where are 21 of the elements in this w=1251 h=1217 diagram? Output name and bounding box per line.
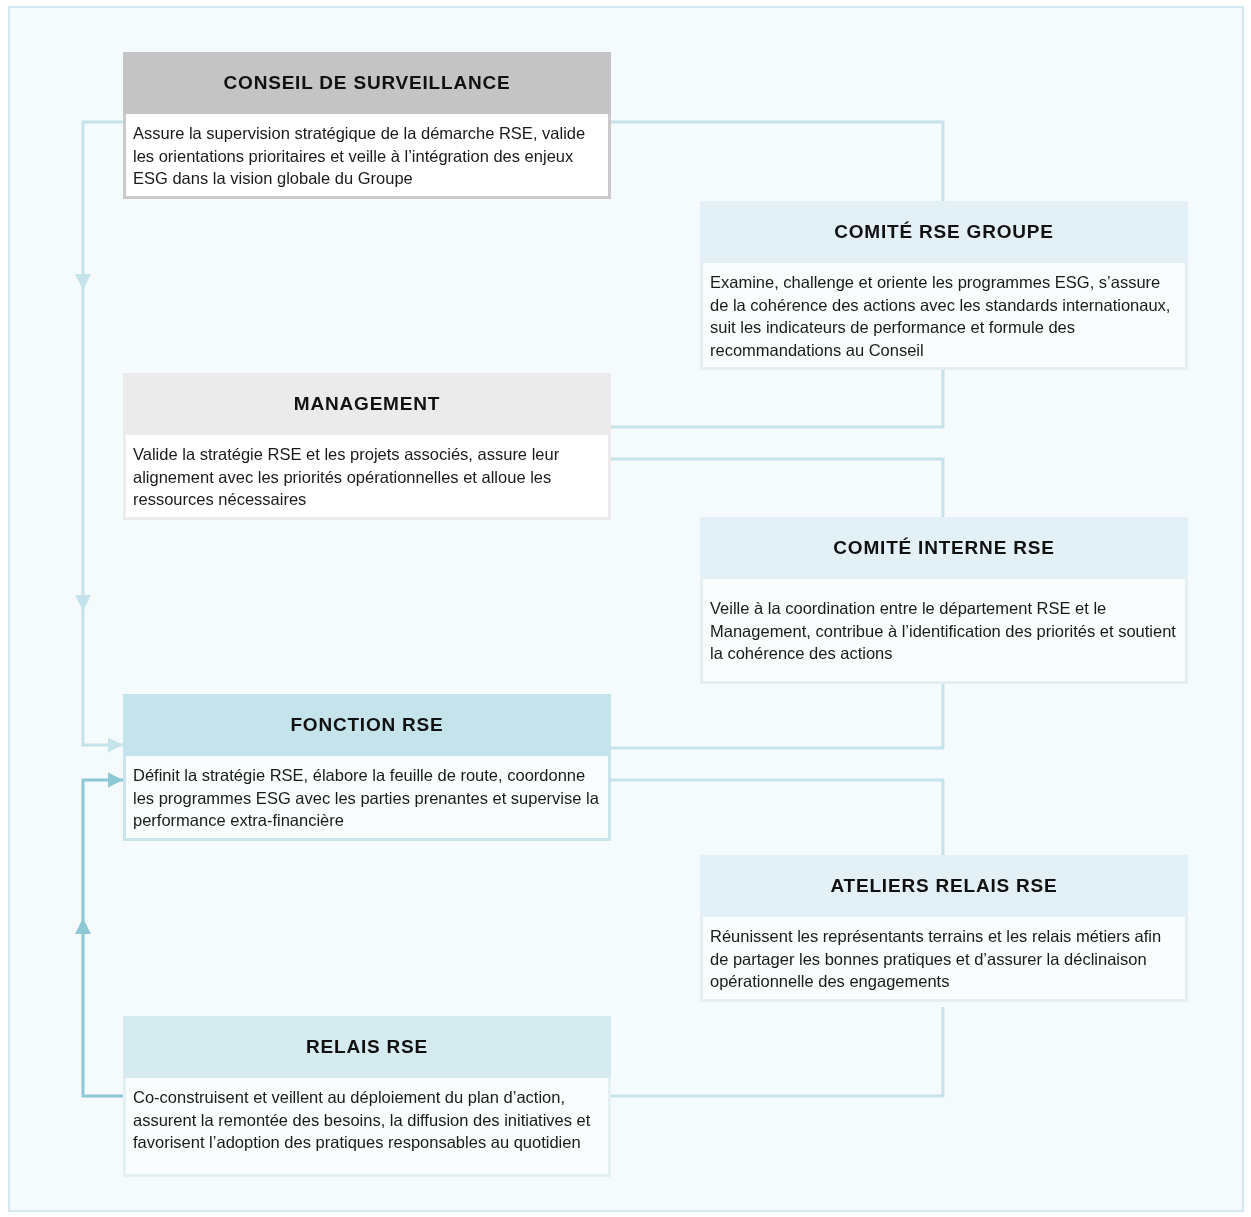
card-heading: RELAIS RSE bbox=[123, 1016, 611, 1078]
card-heading: CONSEIL DE SURVEILLANCE bbox=[123, 52, 611, 114]
org-card bbox=[123, 52, 611, 199]
org-card bbox=[700, 201, 1188, 370]
card-description: Examine, challenge et oriente les programmes ESG, s’assure de la cohérence des actions avec les standards internationaux, suit les indicateurs de performance et formule des recommandations au Conseil bbox=[709, 272, 1172, 361]
org-card bbox=[123, 694, 611, 841]
card-description: Veille à la coordination entre le département RSE et le Management, contribue à l’identification des priorités et soutient la cohérence des actions bbox=[709, 598, 1177, 664]
card-description: Définit la stratégie RSE, élabore la feuille de route, coordonne les programmes ESG avec les parties prenantes et supervise la performance extra-financière bbox=[132, 765, 600, 831]
org-card bbox=[700, 855, 1188, 1002]
org-card bbox=[123, 373, 611, 520]
card-heading: FONCTION RSE bbox=[123, 694, 611, 756]
org-card bbox=[123, 1016, 611, 1177]
card-heading: MANAGEMENT bbox=[123, 373, 611, 435]
org-card bbox=[700, 517, 1188, 684]
card-heading: ATELIERS RELAIS RSE bbox=[700, 855, 1188, 917]
card-heading: COMITÉ INTERNE RSE bbox=[700, 517, 1188, 579]
card-description: Réunissent les représentants terrains et les relais métiers afin de partager les bonnes pratiques et d’assurer la déclinaison opérationnelle des engagements bbox=[709, 926, 1163, 992]
card-description: Valide la stratégie RSE et les projets associés, assure leur alignement avec les priorités opérationnelles et alloue les ressources nécessaires bbox=[132, 444, 561, 510]
card-description: Assure la supervision stratégique de la démarche RSE, valide les orientations prioritaires et veille à l’intégration des enjeux ESG dans la vision globale du Groupe bbox=[132, 123, 587, 189]
card-description: Co-construisent et veillent au déploiement du plan d’action, assurent la remontée des besoins, la diffusion des initiatives et favorisent l’adoption des pratiques responsables au quotidien bbox=[132, 1087, 592, 1153]
card-heading: COMITÉ RSE GROUPE bbox=[700, 201, 1188, 263]
